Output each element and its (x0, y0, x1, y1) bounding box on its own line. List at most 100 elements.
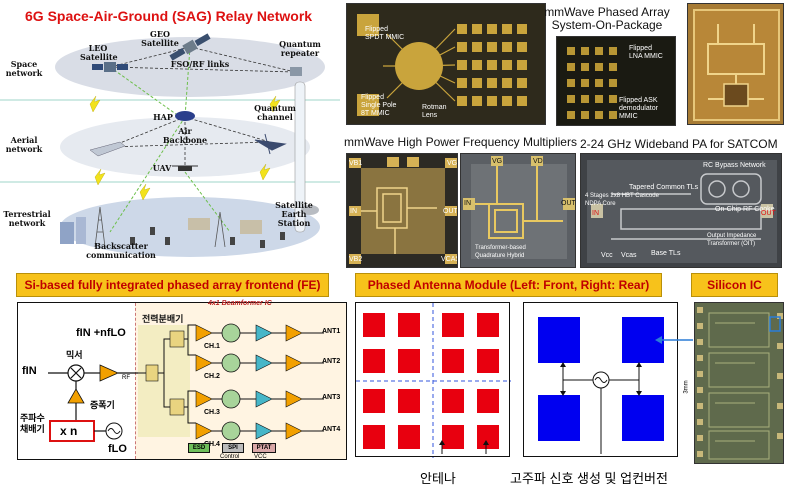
antenna-patch (363, 425, 385, 449)
device-icon (230, 237, 235, 245)
chip-photo-3 (687, 3, 784, 125)
device-icon (150, 227, 155, 235)
base-tls-label: Base TLs (651, 250, 681, 257)
sat-earth-station-label: Satellite Earth Station (275, 200, 313, 228)
pa-icon (285, 354, 303, 372)
phase-shifter-icon (221, 389, 241, 409)
antenna-label: 안테나 (420, 471, 456, 486)
out-pad: OUT (443, 208, 458, 215)
quantum-repeater-icon (290, 67, 302, 76)
lo-amplifier-icon (67, 388, 85, 404)
airplane-icon (89, 141, 126, 157)
mult2-in-pad: IN (464, 200, 471, 207)
pa-icon (285, 324, 303, 342)
rotman-label: Rotman Lens (422, 104, 447, 119)
phased-array-photo-1: Flipped SPDT MMIC Flipped Single Pole 8T… (346, 3, 546, 125)
vcas-label: Vcas (621, 252, 637, 259)
ndpa-core-label: 4 Stages 2x8 HBT Cascode NDPA Core (585, 193, 659, 207)
mult2-vd-pad: VD (533, 158, 543, 165)
fe-banner: Si-based fully integrated phased array f… (16, 273, 329, 297)
device-icon (165, 237, 170, 245)
channel-label: CH.3 (204, 409, 220, 416)
quantum-repeater-label: Quantum repeater (279, 39, 321, 58)
ptat-block: PTAT (252, 443, 276, 453)
amplifier-icon (99, 364, 119, 382)
geo-satellite-icon (169, 33, 211, 61)
building-icon (60, 222, 74, 244)
lna-label: Flipped LNA MMIC (629, 45, 663, 60)
building-icon (240, 220, 262, 234)
satellite-dish-icon (301, 205, 319, 215)
vcas-pad: VCAS (441, 256, 457, 263)
device-icon (260, 240, 265, 248)
xn-label: x n (60, 424, 78, 438)
antenna-patch (398, 425, 420, 449)
antenna-patch (442, 389, 464, 413)
in-pad: IN (350, 208, 357, 215)
quantum-channel-label: Quantum channel (254, 103, 296, 122)
vga-icon (255, 390, 273, 408)
rear-patch (538, 317, 580, 363)
antenna-patch (442, 349, 464, 373)
vg-pad: VG (447, 160, 458, 167)
cell-tower-icon (94, 206, 106, 248)
fin-label: fIN (22, 365, 37, 377)
flo-label: fLO (108, 443, 127, 455)
rc-bypass-label: RC Bypass Network (703, 162, 766, 169)
rf-choke-label: On-Chip RF Choke (715, 206, 775, 213)
antenna-patch (442, 313, 464, 337)
layer-terrestrial: Terrestrial network (3, 209, 51, 228)
hap-icon (175, 111, 195, 121)
layer-space: Space network (5, 59, 43, 78)
antenna-patch (477, 313, 499, 337)
antenna-port-label: ANT2 (322, 358, 341, 365)
mult2-vg-pad: VG (492, 158, 503, 165)
multiplier-label: 주파수 채배기 (20, 413, 45, 434)
antenna-patch (363, 389, 385, 413)
antenna-port-label: ANT3 (322, 394, 341, 401)
pa-out-label: OUT (761, 210, 776, 217)
rear-patch (622, 395, 664, 441)
pam-banner: Phased Antenna Module (Left: Front, Righ… (355, 273, 662, 297)
fin-nflo-label: fIN +nfLO (76, 327, 126, 339)
beamformer-title: 4x1 Beamformer IC (208, 300, 272, 307)
phased-array-photo-2: Flipped LNA MMIC Flipped ASK demodulator… (556, 36, 676, 126)
rf-label: RF (122, 375, 130, 381)
antenna-port-label: ANT1 (322, 328, 341, 335)
silicon-banner: Silicon IC (691, 273, 778, 297)
channel-label: CH.4 (204, 441, 220, 448)
cell-tower-icon (214, 211, 226, 248)
antenna-patch (477, 389, 499, 413)
divider-label: 전력분배기 (142, 314, 184, 324)
channel-amp-icon (195, 354, 213, 372)
antenna-port-label: ANT4 (322, 426, 341, 433)
antenna-patch (477, 425, 499, 449)
channel-label: CH.2 (204, 373, 220, 380)
wireless-link-icon (259, 163, 271, 181)
building-icon (76, 217, 86, 244)
antenna-patch (398, 389, 420, 413)
ic-pointer-arrow (655, 336, 693, 344)
antenna-pointer-arrows (439, 440, 489, 454)
channel-label: CH.1 (204, 343, 220, 350)
backscatter-label: Backscatter communication (86, 241, 156, 260)
vb2-pad: VB2 (349, 256, 363, 263)
mixer-label: 믹서 (66, 350, 83, 360)
pa-photo: RC Bypass Network Tapered Common TLs 4 S… (580, 153, 782, 268)
vb1-pad: VB1 (349, 160, 363, 167)
building-icon (188, 218, 210, 230)
multiplier-photo-1: VB1 IN VB2 VG VCAS OUT (346, 153, 458, 268)
multipliers-title: mmWave High Power Frequency Multipliers (344, 135, 577, 149)
wireless-link-icon (94, 168, 106, 186)
signal-label: 고주파 신호 생성 및 업컨버전 (510, 471, 668, 486)
wireless-link-icon (89, 95, 101, 113)
phase-shifter-icon (221, 421, 241, 441)
phase-shifter-icon (221, 323, 241, 343)
spi-block: SPI (222, 443, 244, 453)
mult2-out-pad: OUT (561, 200, 576, 207)
antenna-patch (398, 313, 420, 337)
air-backbone-label: Air Backbone (162, 126, 208, 145)
hap-label: HAP (153, 112, 173, 122)
fe-diagram: 4x1 Beamformer IC 전력분배기 fIN fIN (17, 300, 347, 460)
channel-amp-icon (195, 422, 213, 440)
